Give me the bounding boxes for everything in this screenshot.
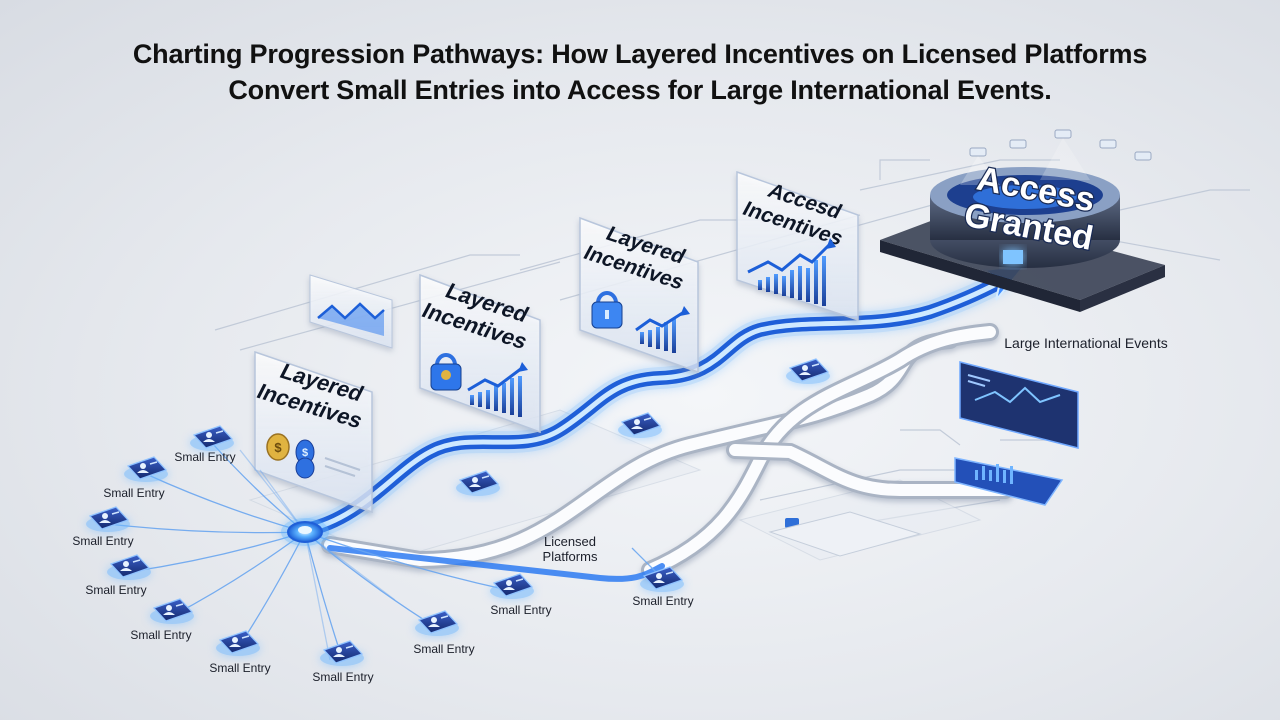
connector-line [304, 531, 438, 629]
connector-line [237, 531, 306, 649]
path-waypoint-card [456, 470, 500, 496]
incentive-panel-4: Accesd Incentives [736, 170, 859, 322]
dashboard-screen-upper [959, 361, 1079, 449]
user-card-icon [428, 615, 449, 627]
page-title-line2: Convert Small Entries into Access for La… [228, 75, 1052, 105]
blue-progression-path [294, 263, 1028, 582]
user-card-icon [799, 363, 820, 375]
small-entry-label: Small Entry [174, 450, 235, 464]
small-entry-card [640, 566, 684, 592]
user-card-icon [469, 475, 490, 487]
small-entry-card [216, 630, 260, 656]
small-entry-card [124, 456, 168, 482]
dashboard-screen-lower [954, 457, 1064, 506]
trend-chart-icon [635, 306, 690, 353]
incentive-panel-1: Layered Incentives $ $ [253, 350, 373, 514]
licensed-platforms-label-line1: Licensed [544, 534, 596, 549]
padlock-icon [591, 291, 623, 329]
path-waypoint-card [618, 412, 662, 438]
connector-line [304, 531, 396, 601]
small-entry-card [107, 554, 151, 580]
user-card-icon [631, 417, 652, 429]
user-card-icon [99, 511, 120, 523]
user-card-icon [229, 635, 250, 647]
path-waypoint-card [786, 358, 830, 384]
small-entry-label: Small Entry [632, 594, 693, 608]
svg-text:$: $ [274, 440, 282, 455]
stadium-destination: Access Granted [880, 129, 1165, 312]
padlock-icon [430, 353, 462, 391]
small-entry-label: Small Entry [413, 642, 474, 656]
incentive-panel-3: Layered Incentives [579, 216, 699, 374]
small-entry-label: Small Entry [85, 583, 146, 597]
floating-chart-panel [309, 274, 393, 349]
connector-line [304, 531, 331, 661]
small-entry-label: Small Entry [209, 661, 270, 675]
small-entry-card [150, 598, 194, 624]
mini-console [768, 511, 922, 557]
incentive-panel-2: Layered Incentives [418, 273, 541, 434]
small-entry-label: Small Entry [490, 603, 551, 617]
licensed-platforms-label-line2: Platforms [543, 549, 598, 564]
trend-chart-icon [467, 362, 528, 417]
user-card-icon [137, 461, 158, 473]
page-title: Charting Progression Pathways: How Layer… [0, 36, 1280, 108]
stadium-floodlights [969, 129, 1152, 161]
white-pathways [321, 323, 1014, 579]
destination-label: Large International Events [1004, 335, 1167, 351]
user-card-icon [120, 559, 141, 571]
user-card-icon [503, 578, 524, 590]
connector-line [239, 449, 306, 533]
user-card-icon [333, 645, 354, 657]
small-entry-label: Small Entry [72, 534, 133, 548]
entry-hub-node [281, 518, 329, 546]
page-title-line1: Charting Progression Pathways: How Layer… [132, 39, 1148, 69]
small-entry-card [320, 640, 364, 666]
small-entry-card [86, 506, 130, 532]
connector-line [171, 531, 306, 617]
small-entry-card [415, 610, 459, 636]
small-entry-card [190, 425, 234, 451]
small-entry-label: Small Entry [130, 628, 191, 642]
connector-line [304, 531, 513, 592]
user-card-icon [203, 430, 224, 442]
connector-line [107, 523, 306, 534]
svg-text:$: $ [302, 447, 308, 459]
coin-stack-icon: $ [295, 439, 315, 479]
small-entry-label: Small Entry [103, 486, 164, 500]
connector-line [128, 531, 306, 573]
user-card-icon [653, 571, 674, 583]
small-entry-label: Small Entry [312, 670, 373, 684]
coin-icon: $ [266, 433, 290, 461]
path-waypoint-cards [456, 358, 830, 496]
trend-chart-icon [747, 238, 836, 306]
small-entry-card [490, 573, 534, 599]
user-card-icon [163, 603, 184, 615]
